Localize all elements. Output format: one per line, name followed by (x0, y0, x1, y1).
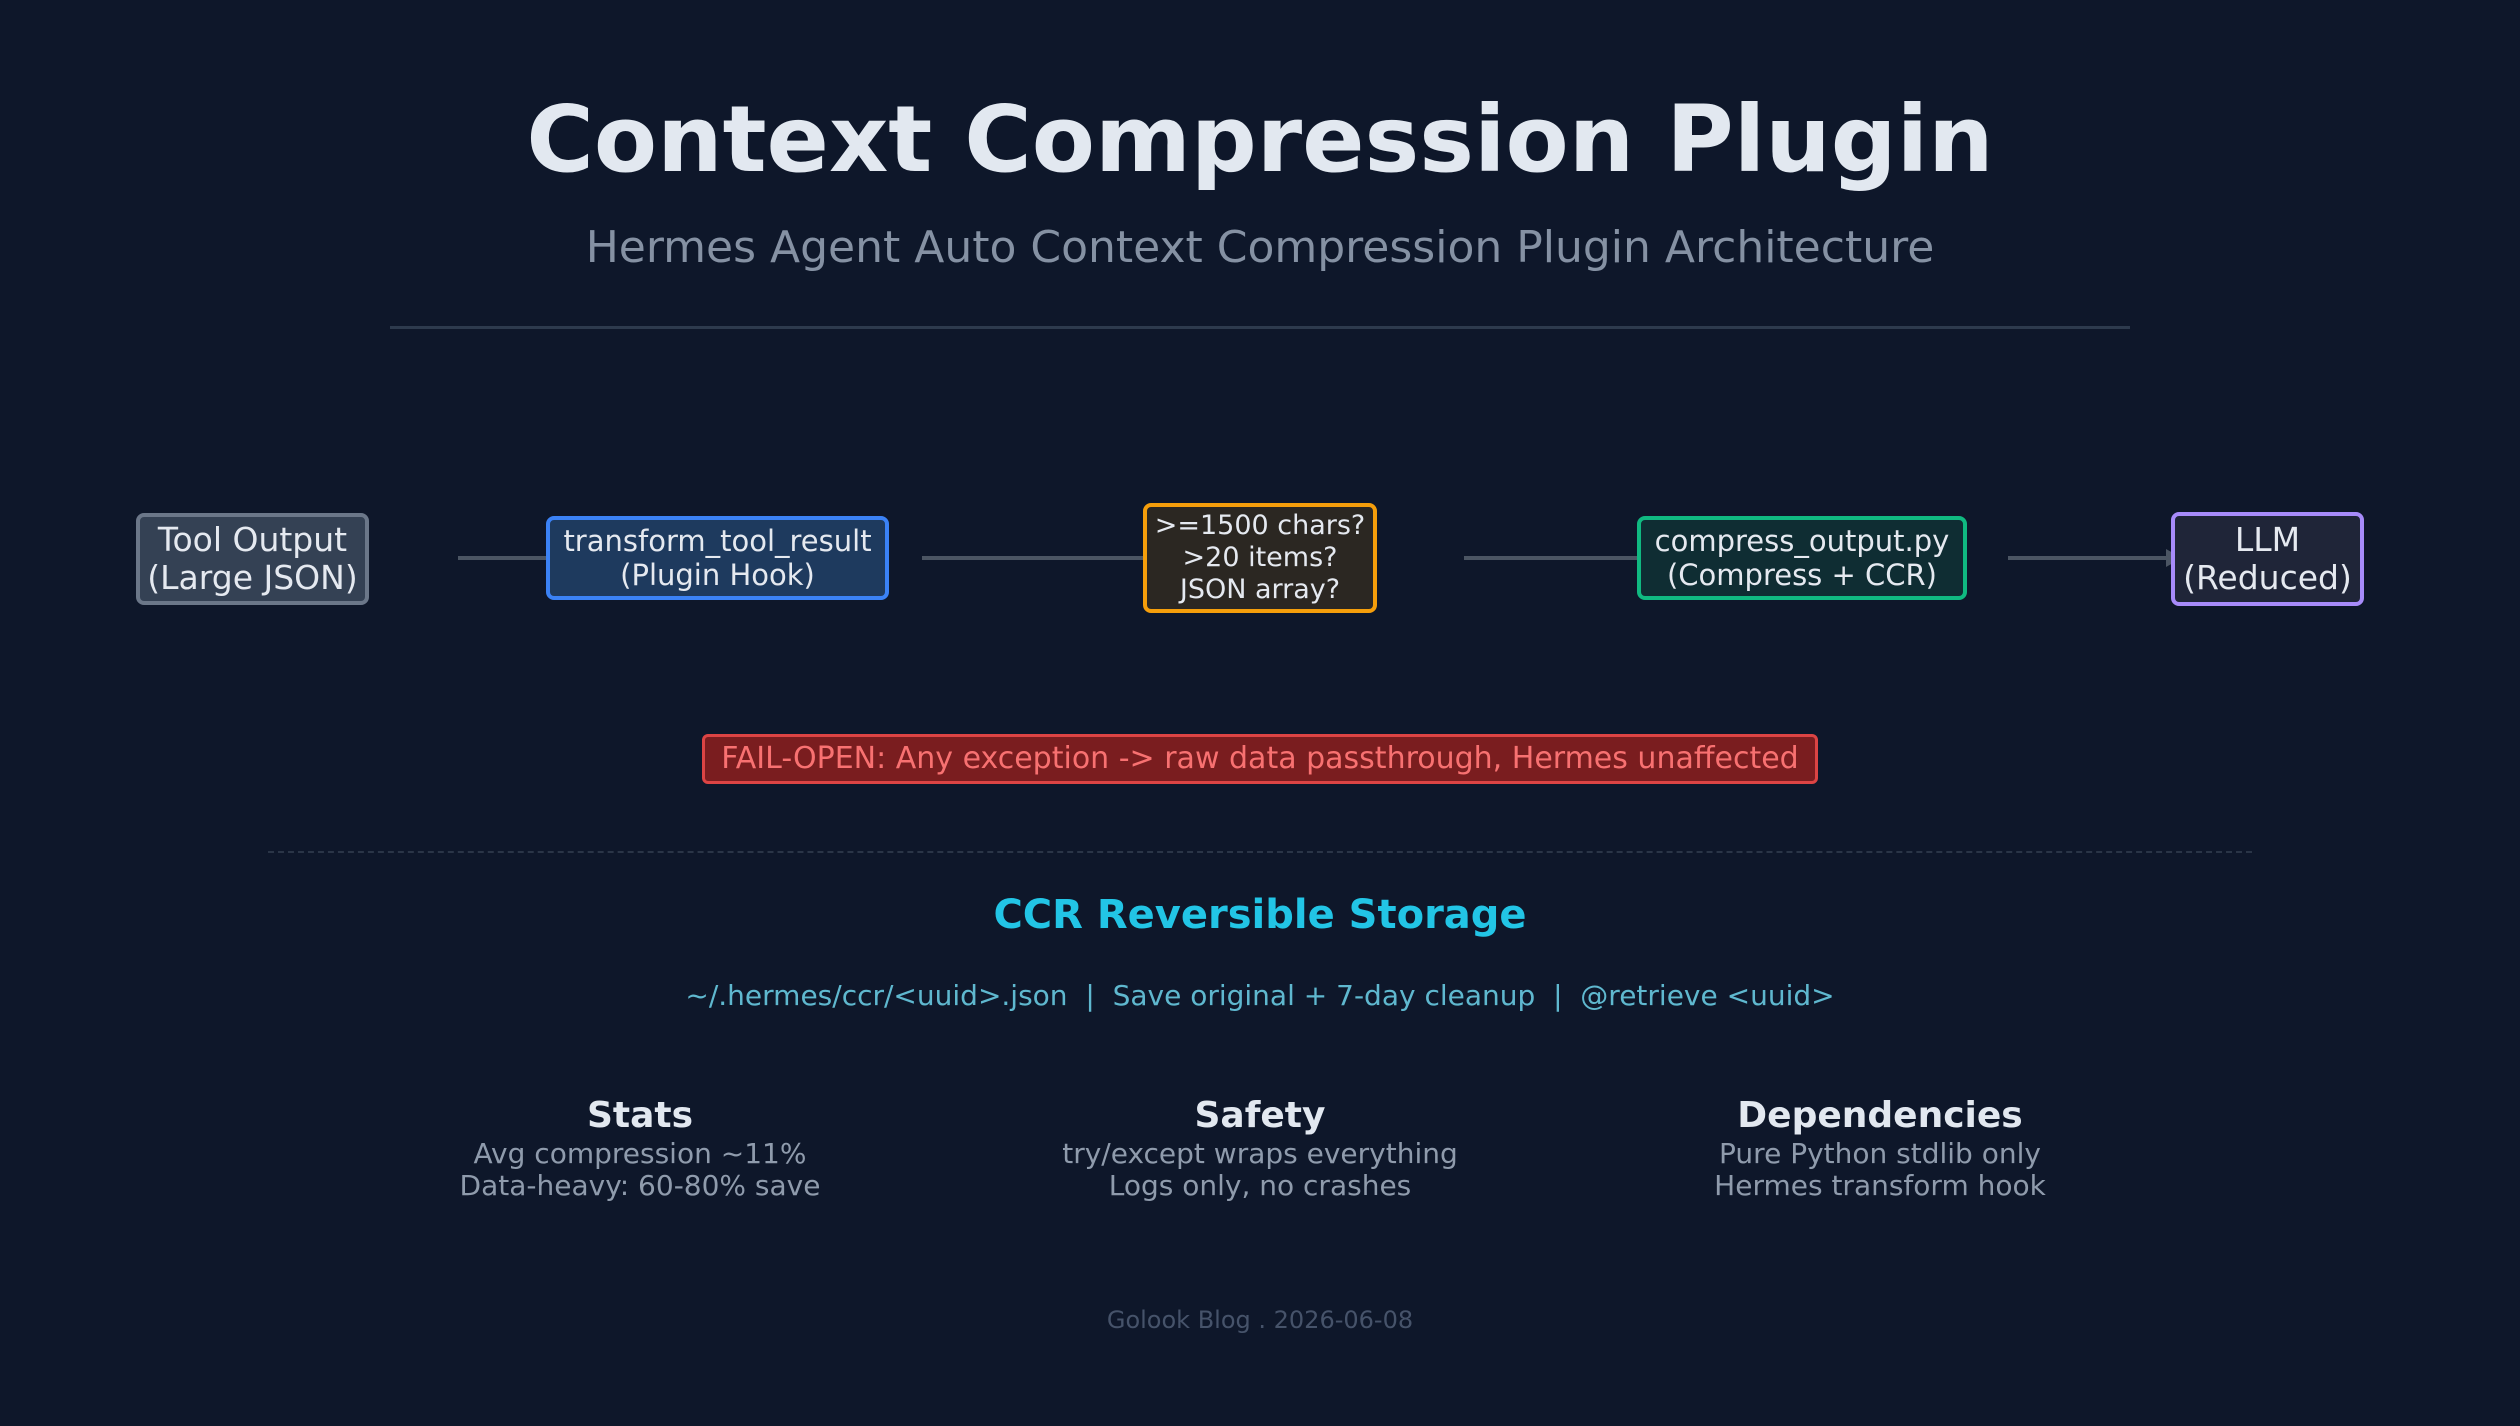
page-title: Context Compression Plugin (526, 86, 1994, 193)
node-tool-output-line-2: (Large JSON) (147, 558, 358, 597)
node-condition-line-1: >=1500 chars? (1154, 510, 1366, 541)
fail-open-banner: FAIL-OPEN: Any exception -> raw data pas… (702, 734, 1818, 784)
info-column-line: Pure Python stdlib only (1719, 1137, 2041, 1170)
node-condition-line-3: JSON array? (1179, 574, 1341, 605)
info-column-line: try/except wraps everything (1062, 1137, 1458, 1170)
node-llm: LLM (Reduced) (2171, 512, 2364, 606)
node-compress-output: compress_output.py (Compress + CCR) (1637, 516, 1967, 600)
info-column-dependencies: Dependencies Pure Python stdlib only Her… (1580, 1094, 2180, 1202)
ccr-section-title: CCR Reversible Storage (993, 892, 1527, 938)
section-divider (268, 851, 2252, 853)
node-compress-line-2: (Compress + CCR) (1666, 558, 1937, 592)
info-column-heading: Dependencies (1737, 1095, 2023, 1136)
node-plugin-hook: transform_tool_result (Plugin Hook) (546, 516, 889, 600)
info-column-heading: Stats (586, 1095, 694, 1136)
node-condition-line-2: >20 items? (1182, 542, 1338, 573)
info-column-line: Avg compression ~11% (473, 1137, 807, 1170)
ccr-section-description: ~/.hermes/ccr/<uuid>.json | Save origina… (685, 979, 1835, 1012)
info-column-heading: Safety (1194, 1095, 1326, 1136)
node-llm-line-1: LLM (2234, 520, 2301, 559)
header-divider (390, 326, 2130, 329)
page-subtitle: Hermes Agent Auto Context Compression Pl… (585, 222, 1935, 273)
node-tool-output-line-1: Tool Output (157, 520, 348, 559)
info-column-line: Logs only, no crashes (1108, 1169, 1412, 1202)
info-column-line: Data-heavy: 60-80% save (459, 1169, 821, 1202)
node-tool-output: Tool Output (Large JSON) (136, 513, 369, 605)
info-column-safety: Safety try/except wraps everything Logs … (960, 1094, 1560, 1202)
node-plugin-hook-line-2: (Plugin Hook) (620, 558, 815, 592)
node-llm-line-2: (Reduced) (2183, 558, 2352, 597)
footer-credit: Golook Blog . 2026-06-08 (1106, 1306, 1414, 1334)
node-condition-check: >=1500 chars? >20 items? JSON array? (1143, 503, 1377, 613)
node-compress-line-1: compress_output.py (1654, 524, 1950, 558)
info-column-line: Hermes transform hook (1714, 1169, 2046, 1202)
node-plugin-hook-line-1: transform_tool_result (563, 524, 872, 558)
info-column-stats: Stats Avg compression ~11% Data-heavy: 6… (340, 1094, 940, 1202)
